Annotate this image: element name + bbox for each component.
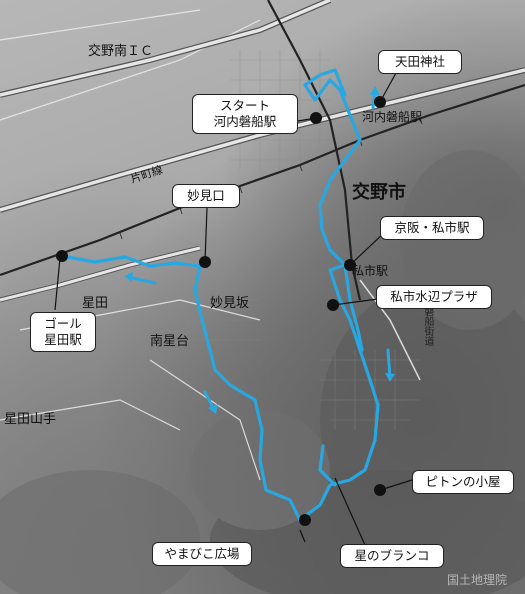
callout-goal: ゴール 星田駅	[30, 312, 96, 352]
source-watermark: 国土地理院	[446, 573, 507, 587]
callout-yamabiko: やまびこ広場	[152, 542, 252, 566]
station-label-kisaichi: 私市駅	[352, 264, 389, 278]
callout-goal-line2: 星田駅	[44, 332, 82, 347]
callout-goal-line1: ゴール	[44, 316, 82, 331]
callout-keihan-kisaichi: 京阪・私市駅	[380, 216, 484, 240]
road-label: 磐船街道	[422, 306, 433, 346]
area-label-minami-hoshidai: 南星台	[150, 334, 190, 349]
station-label-kawachi: 河内磐船駅	[362, 110, 423, 124]
callout-hoshi-buranko: 星のブランコ	[340, 544, 444, 568]
callout-myokenguchi: 妙見口	[172, 184, 240, 208]
callout-piton-hut: ピトンの小屋	[412, 470, 514, 494]
callout-kisaichi-plaza: 私市水辺プラザ	[376, 285, 492, 309]
city-label: 交野市	[352, 182, 406, 203]
area-label-hoshida: 星田	[82, 296, 109, 311]
area-label-hoshida-yamate: 星田山手	[4, 412, 57, 427]
callout-amata-shrine: 天田神社	[378, 50, 462, 74]
callout-start-line2: 河内磐船駅	[213, 114, 277, 129]
callout-start: スタート 河内磐船駅	[192, 94, 298, 134]
area-label-myokenzaka: 妙見坂	[210, 296, 250, 311]
callout-start-line1: スタート	[219, 98, 270, 113]
ic-label: 交野南ＩＣ	[88, 44, 154, 59]
